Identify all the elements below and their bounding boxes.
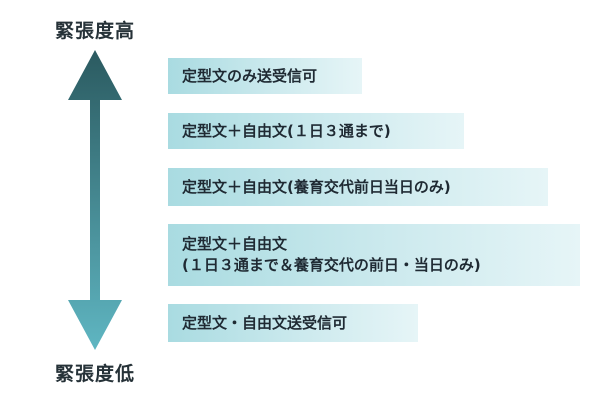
level-4-line-1: 定型文＋自由文 xyxy=(182,235,288,253)
arrow-shape xyxy=(68,50,122,350)
level-3-line-1: 定型文＋自由文(養育交代前日当日のみ) xyxy=(182,177,451,196)
double-headed-arrow-icon xyxy=(68,50,122,350)
level-box-3: 定型文＋自由文(養育交代前日当日のみ) xyxy=(168,168,548,206)
level-4-line-2: (１日３通まで＆養育交代の前日・当日のみ) xyxy=(182,256,481,274)
tension-low-label: 緊張度低 xyxy=(54,363,135,385)
level-box-4: 定型文＋自由文 (１日３通まで＆養育交代の前日・当日のみ) xyxy=(168,224,580,286)
level-box-1: 定型文のみ送受信可 xyxy=(168,58,362,94)
level-box-5: 定型文・自由文送受信可 xyxy=(168,304,418,342)
tension-high-label: 緊張度高 xyxy=(54,20,135,42)
level-1-line-1: 定型文のみ送受信可 xyxy=(182,66,318,85)
level-5-line-1: 定型文・自由文送受信可 xyxy=(182,313,348,332)
level-2-line-1: 定型文＋自由文(１日３通まで) xyxy=(182,121,391,140)
level-box-2: 定型文＋自由文(１日３通まで) xyxy=(168,113,464,149)
